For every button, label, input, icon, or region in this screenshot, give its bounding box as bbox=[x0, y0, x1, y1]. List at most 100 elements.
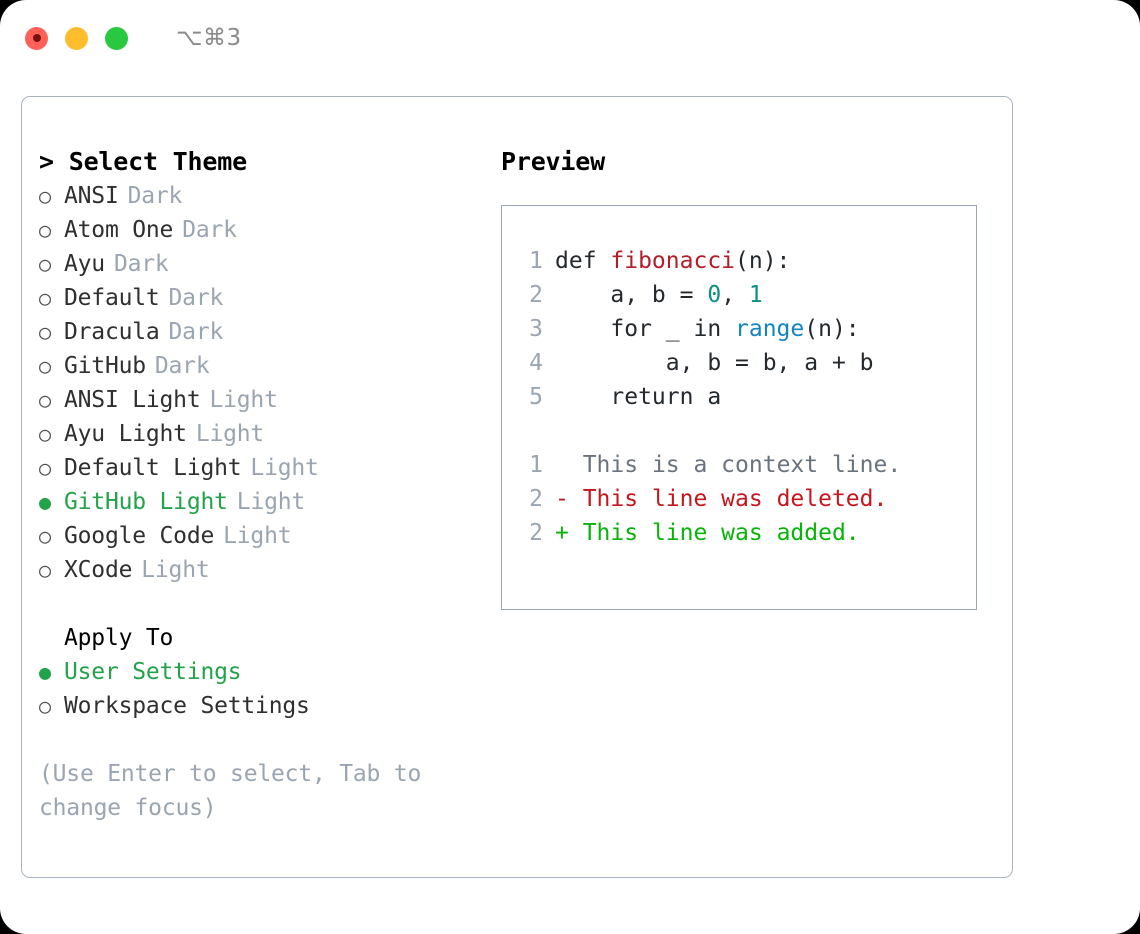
theme-option-label: ANSI Light bbox=[64, 387, 201, 413]
preview-heading: Preview bbox=[501, 147, 605, 176]
theme-option-variant-tag: Dark bbox=[113, 251, 169, 277]
theme-option-label: Google Code bbox=[64, 523, 215, 549]
theme-option-github[interactable]: ○ GitHub Dark bbox=[39, 349, 489, 383]
prompt-caret: > bbox=[39, 147, 54, 176]
apply-to-option-list: ● User Settings ○ Workspace Settings bbox=[39, 655, 489, 723]
traffic-light-buttons bbox=[25, 26, 128, 50]
code-line: 4 a, b = b, a + b bbox=[516, 346, 901, 380]
theme-option-label: GitHub bbox=[64, 353, 146, 379]
keyboard-hint-text: (Use Enter to select, Tab to change focu… bbox=[39, 761, 422, 821]
code-token-plain: (n): bbox=[804, 316, 860, 342]
theme-option-label: ANSI bbox=[64, 183, 119, 209]
diff-line-text: This is a context line. bbox=[568, 452, 902, 478]
apply-to-heading-row: ○ Apply To bbox=[39, 621, 489, 655]
theme-option-label: XCode bbox=[64, 557, 133, 583]
diff-line-ctx: 1 This is a context line. bbox=[516, 448, 901, 482]
theme-option-variant-tag: Dark bbox=[127, 183, 183, 209]
radio-unselected-icon: ○ bbox=[39, 456, 51, 480]
theme-option-label: Dracula bbox=[64, 319, 160, 345]
line-number: 1 bbox=[529, 248, 543, 274]
code-line-content: for _ in range(n): bbox=[555, 312, 860, 346]
diff-line-add: 2 + This line was added. bbox=[516, 516, 901, 550]
theme-option-variant-tag: Light bbox=[195, 421, 265, 447]
theme-option-dracula[interactable]: ○ Dracula Dark bbox=[39, 315, 489, 349]
radio-unselected-icon: ○ bbox=[39, 252, 51, 276]
line-number: 5 bbox=[529, 384, 543, 410]
theme-option-default-light[interactable]: ○ Default Light Light bbox=[39, 451, 489, 485]
select-theme-heading-label: Select Theme bbox=[68, 147, 247, 176]
line-number: 3 bbox=[529, 316, 543, 342]
theme-option-label: GitHub Light bbox=[64, 489, 228, 515]
diff-line-del: 2- This line was deleted. bbox=[516, 482, 901, 516]
code-line: 2 a, b = 0, 1 bbox=[516, 278, 901, 312]
theme-option-variant-tag: Light bbox=[250, 455, 319, 481]
apply-to-option-workspace-settings[interactable]: ○ Workspace Settings bbox=[39, 689, 489, 723]
code-token-plain: , bbox=[721, 282, 749, 308]
theme-option-variant-tag: Dark bbox=[168, 319, 224, 345]
code-token-kw: for _ in bbox=[555, 316, 736, 342]
radio-unselected-icon: ○ bbox=[39, 388, 51, 412]
theme-option-label: Ayu bbox=[64, 251, 105, 277]
diff-line-text: This line was added. bbox=[568, 520, 860, 546]
apply-to-option-label: Workspace Settings bbox=[64, 693, 310, 719]
theme-option-label: Default bbox=[64, 285, 160, 311]
diff-marker: + bbox=[555, 520, 569, 546]
radio-selected-icon: ● bbox=[39, 490, 51, 514]
radio-unselected-icon: ○ bbox=[39, 354, 51, 378]
close-button-icon[interactable] bbox=[25, 26, 48, 50]
theme-option-ayu[interactable]: ○ Ayu Dark bbox=[39, 247, 489, 281]
theme-option-variant-tag: Dark bbox=[182, 217, 237, 243]
select-theme-heading: > Select Theme bbox=[39, 145, 489, 179]
code-line-content: return a bbox=[555, 380, 721, 414]
diff-marker bbox=[555, 452, 569, 478]
line-number: 2 bbox=[529, 282, 543, 308]
theme-option-variant-tag: Light bbox=[209, 387, 278, 413]
line-number: 4 bbox=[529, 350, 543, 376]
code-token-num: 1 bbox=[748, 282, 763, 308]
line-number: 2 bbox=[529, 520, 543, 546]
theme-option-label: Default Light bbox=[64, 455, 242, 481]
radio-unselected-icon: ○ bbox=[39, 694, 51, 718]
radio-unselected-icon: ○ bbox=[39, 218, 51, 242]
apply-to-option-label: User Settings bbox=[64, 659, 242, 685]
line-number: 1 bbox=[529, 452, 543, 478]
radio-unselected-icon: ○ bbox=[39, 558, 51, 582]
close-button-inner-dot bbox=[32, 34, 41, 42]
theme-option-variant-tag: Dark bbox=[168, 285, 224, 311]
code-line-content: a, b = 0, 1 bbox=[555, 278, 763, 312]
code-token-call: range bbox=[735, 316, 805, 342]
theme-option-variant-tag: Light bbox=[223, 523, 292, 549]
radio-unselected-icon: ○ bbox=[39, 286, 51, 310]
keyboard-shortcut-label: ⌥⌘3 bbox=[176, 25, 242, 51]
apply-to-heading-label: Apply To bbox=[64, 625, 174, 651]
diff-line-text: This line was deleted. bbox=[568, 486, 888, 512]
apply-to-heading-bullet-placeholder: ○ bbox=[39, 621, 64, 655]
minimize-button-icon[interactable] bbox=[65, 26, 88, 50]
apply-to-option-user-settings[interactable]: ● User Settings bbox=[39, 655, 489, 689]
code-token-plain: (n): bbox=[735, 248, 791, 274]
theme-option-label: Ayu Light bbox=[64, 421, 187, 447]
zoom-button-icon[interactable] bbox=[105, 26, 128, 50]
code-token-plain: a, b = b, a + b bbox=[555, 350, 874, 376]
radio-unselected-icon: ○ bbox=[39, 320, 51, 344]
code-token-kw: def bbox=[555, 248, 611, 274]
theme-option-variant-tag: Dark bbox=[154, 353, 210, 379]
radio-selected-icon: ● bbox=[39, 660, 51, 684]
code-diff-separator bbox=[516, 414, 901, 448]
window-titlebar: ⌥⌘3 bbox=[0, 0, 1140, 76]
theme-option-ansi-light[interactable]: ○ ANSI Light Light bbox=[39, 383, 489, 417]
code-line: 5 return a bbox=[516, 380, 901, 414]
theme-option-default[interactable]: ○ Default Dark bbox=[39, 281, 489, 315]
